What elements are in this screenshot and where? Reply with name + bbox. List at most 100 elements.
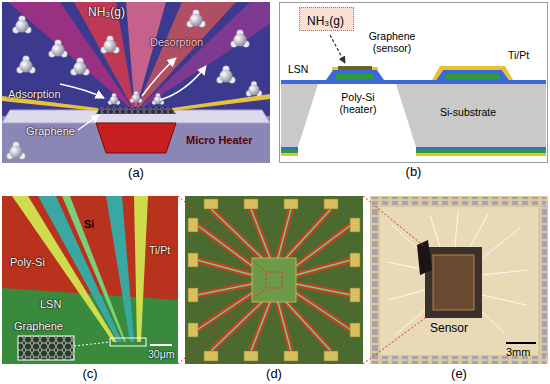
zoom-box	[110, 338, 146, 346]
panel-caption: (e)	[370, 367, 548, 380]
leader-line	[78, 115, 99, 130]
gas-molecule	[246, 81, 262, 96]
light-ray	[135, 2, 270, 112]
package-pads	[539, 206, 547, 356]
gas-label: NH₃(g)	[307, 14, 344, 28]
part-label: Sensor	[430, 322, 468, 336]
membrane-area	[252, 258, 296, 302]
scale-bar	[150, 344, 172, 346]
zoom-line	[178, 288, 266, 364]
zoom-line	[363, 318, 425, 364]
part-label: Poly-Si	[10, 256, 45, 269]
contact-pad	[332, 67, 338, 70]
part-label: Micro Heater	[186, 134, 253, 147]
gas-molecule	[231, 30, 250, 48]
gas-molecule	[49, 40, 68, 58]
package-pads	[372, 197, 546, 205]
part-label: Ti/Pt	[508, 49, 529, 61]
gas-box: NH₃(g)	[299, 7, 354, 31]
micrograph-zoom	[2, 196, 178, 364]
figure-panel: (d)	[185, 196, 363, 364]
si-substrate	[281, 84, 318, 147]
lsn-ground	[2, 196, 178, 364]
bond-wire	[388, 212, 528, 335]
panel-caption: (c)	[2, 367, 178, 380]
part-label: Si	[84, 218, 94, 231]
poly-si-layer	[446, 74, 499, 79]
sensing-illustration	[2, 2, 270, 163]
gas-molecule	[217, 66, 236, 84]
light-ray	[135, 2, 236, 112]
part-label: Poly-Si (heater)	[328, 91, 388, 115]
adsorbed-molecule	[108, 93, 120, 104]
adsorption-arrow	[60, 84, 104, 98]
package-ground	[370, 196, 548, 364]
part-label: LSN	[288, 63, 308, 75]
panel-caption: (d)	[185, 367, 363, 380]
cross-section	[281, 35, 546, 156]
gas-molecule	[13, 16, 32, 34]
contact-pad	[372, 67, 378, 70]
part-label: Graphene	[26, 125, 75, 138]
part-label: 3mm	[506, 346, 530, 359]
sensor-chip	[425, 247, 482, 318]
part-label: NH₃(g)	[88, 6, 125, 20]
graphene-lattice	[18, 336, 74, 360]
part-label: Graphene	[14, 320, 63, 333]
graphene-lattice	[96, 107, 176, 114]
zoom-box	[266, 272, 282, 288]
panel-caption: (b)	[280, 165, 547, 178]
zoom-line	[178, 196, 266, 272]
si-substrate	[396, 84, 546, 147]
gas-molecule	[187, 10, 206, 28]
part-label: 30μm	[148, 348, 174, 360]
gas-molecule	[7, 142, 26, 160]
panel-caption: (a)	[2, 166, 270, 179]
adsorbed-molecule	[130, 91, 142, 102]
poly-si-trace	[106, 196, 134, 342]
bond-pad	[188, 199, 360, 361]
part-label: Desorption	[150, 36, 203, 49]
desorption-arrow	[142, 58, 176, 96]
poly-si-trace	[197, 209, 351, 351]
part-label: Adsorption	[8, 88, 61, 101]
lsn-cap	[326, 70, 384, 80]
backside-metal	[281, 153, 298, 156]
light-ray	[74, 2, 135, 112]
scale-bar	[506, 342, 536, 344]
gas-molecule	[17, 56, 36, 74]
poly-si-heater	[336, 74, 374, 79]
backside-lsn	[416, 147, 546, 150]
chip-ground	[185, 196, 363, 364]
zoom-line	[74, 342, 110, 346]
package-pads	[371, 206, 379, 356]
part-label: Graphene (sensor)	[364, 30, 420, 54]
zoom-line	[363, 196, 425, 247]
gas-molecule	[71, 58, 90, 76]
chip-shard	[417, 240, 432, 275]
part-label: Si-substrate	[440, 106, 496, 118]
lsn-cap	[436, 70, 509, 80]
gas-ground	[2, 2, 270, 163]
package-photo	[370, 196, 548, 364]
ti-pt-layer	[432, 66, 513, 80]
micro-heater	[96, 123, 176, 153]
part-label: LSN	[40, 298, 61, 311]
desorption-arrow	[160, 66, 206, 100]
backside-lsn	[281, 147, 298, 150]
backside-poly-si	[416, 150, 546, 153]
chip-micrograph	[185, 196, 363, 364]
figure-panel: (e)	[370, 196, 548, 364]
part-label: Ti/Pt	[149, 244, 170, 256]
lsn-layer	[281, 80, 546, 84]
ti-pt-trace	[134, 196, 148, 342]
figure-panel: (b)NH₃(g)	[279, 2, 548, 163]
light-ray	[8, 2, 135, 112]
graphene-layer	[338, 66, 372, 70]
gas-molecule	[101, 36, 120, 54]
graphene-layer	[96, 107, 176, 114]
graphene-inset	[18, 336, 74, 360]
backside-poly-si	[281, 150, 298, 153]
metal-trace	[197, 209, 351, 351]
